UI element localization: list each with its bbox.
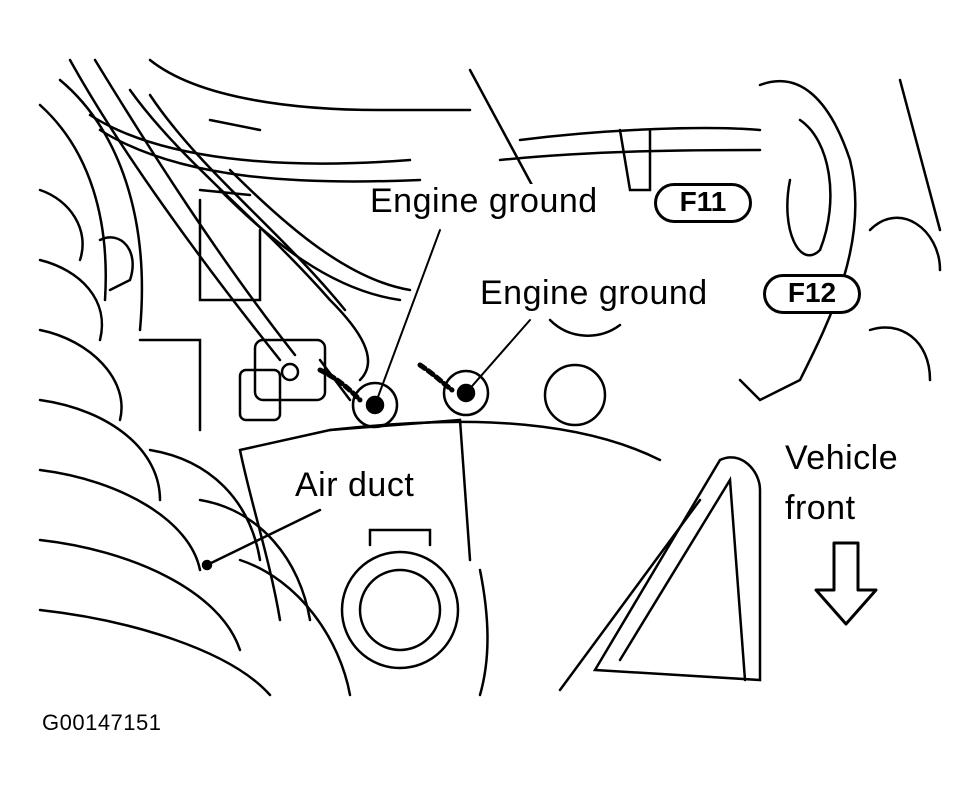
air-duct-label: Air duct [293,466,417,504]
engine-ground-label-1: Engine ground [368,182,600,220]
air-duct-bellows [38,78,352,697]
bracket [558,456,762,692]
f12-badge: F12 [763,274,861,314]
f11-badge: F11 [654,183,752,223]
engine-ground-label-2: Engine ground [478,274,710,312]
vehicle-front-label-line2: front [783,489,858,527]
arrow-down-icon [814,541,878,626]
engine-block-outline [98,58,942,432]
figure-code: G00147151 [40,710,164,735]
throttle-body [238,418,662,697]
ground-bolts [317,229,622,429]
wire-harness [68,58,422,382]
vehicle-front-label-line1: Vehicle [783,439,901,477]
